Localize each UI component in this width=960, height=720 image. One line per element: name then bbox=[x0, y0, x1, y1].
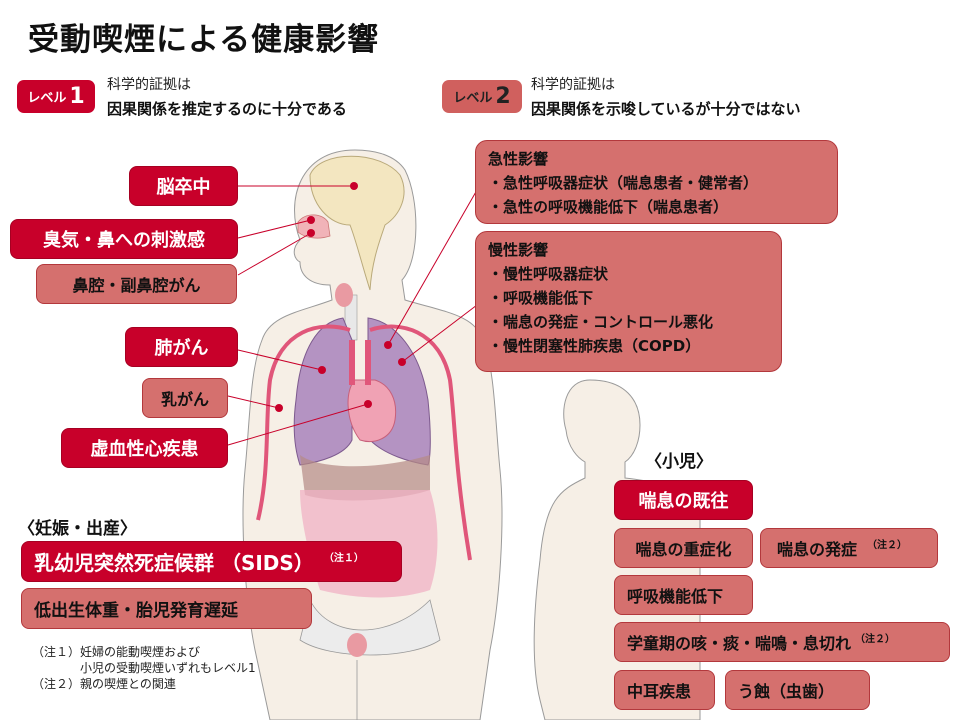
acute-effects-item: ・急性の呼吸機能低下（喘息患者） bbox=[488, 198, 729, 216]
label-dental-caries: う蝕（虫歯） bbox=[725, 670, 870, 710]
level2-line1: 科学的証拠は bbox=[531, 77, 615, 93]
label-lung-cancer: 肺がん bbox=[125, 327, 238, 367]
chronic-effects-item: ・呼吸機能低下 bbox=[488, 289, 594, 307]
label-odor-nasal-irritation: 臭気・鼻への刺激感 bbox=[10, 219, 238, 259]
level2-badge-prefix: レベル bbox=[453, 91, 493, 106]
asthma-onset-label: 喘息の発症 bbox=[777, 540, 858, 559]
chronic-effects-item: ・慢性閉塞性肺疾患（COPD） bbox=[488, 337, 701, 355]
level2-line2: 因果関係を示唆しているが十分ではない bbox=[531, 100, 801, 118]
chronic-effects-heading: 慢性影響 bbox=[488, 241, 549, 259]
asthma-onset-note: （注２） bbox=[867, 539, 908, 551]
footnote-line: （注２）親の喫煙との関連 bbox=[32, 677, 176, 691]
level1-line1: 科学的証拠は bbox=[107, 77, 191, 93]
footnote-line: （注１）妊婦の能動喫煙および bbox=[32, 645, 201, 659]
label-school-age-symptoms: 学童期の咳・痰・喘鳴・息切れ（注２） bbox=[614, 622, 950, 662]
label-stroke: 脳卒中 bbox=[129, 166, 238, 206]
level1-line2: 因果関係を推定するのに十分である bbox=[107, 100, 347, 118]
page-title: 受動喫煙による健康影響 bbox=[28, 22, 380, 58]
adult-body-figure bbox=[242, 149, 503, 720]
school-age-symptoms-note: （注２） bbox=[855, 633, 896, 645]
label-child-lung-function: 呼吸機能低下 bbox=[614, 575, 753, 615]
label-sids: 乳幼児突然死症候群 （SIDS） （注１） bbox=[21, 541, 402, 582]
sids-note: （注１） bbox=[323, 553, 364, 564]
footnote-line: 小児の受動喫煙いずれもレベル1 bbox=[32, 661, 256, 675]
organ-markers bbox=[275, 182, 406, 412]
chronic-effects-item: ・慢性呼吸器症状 bbox=[488, 265, 609, 283]
label-middle-ear-disease: 中耳疾患 bbox=[614, 670, 715, 710]
label-asthma-history: 喘息の既往 bbox=[614, 480, 753, 520]
footnotes: （注１）妊婦の能動喫煙および 小児の受動喫煙いずれもレベル1 （注２）親の喫煙と… bbox=[32, 644, 256, 692]
level2-badge-number: 2 bbox=[495, 84, 511, 109]
level1-badge-prefix: レベル bbox=[27, 91, 67, 106]
acute-effects-heading: 急性影響 bbox=[488, 150, 549, 168]
level1-badge-number: 1 bbox=[69, 84, 85, 109]
acute-effects-panel: 急性影響 ・急性呼吸器症状（喘息患者・健常者） ・急性の呼吸機能低下（喘息患者） bbox=[475, 140, 838, 224]
sids-label: 乳幼児突然死症候群 （SIDS） bbox=[34, 551, 314, 575]
child-heading: 〈小児〉 bbox=[645, 452, 713, 472]
label-low-birth-weight: 低出生体重・胎児発育遅延 bbox=[21, 588, 312, 629]
school-age-symptoms-label: 学童期の咳・痰・喘鳴・息切れ bbox=[627, 634, 852, 653]
connector-lines bbox=[227, 185, 478, 446]
chronic-effects-panel: 慢性影響 ・慢性呼吸器症状 ・呼吸機能低下 ・喘息の発症・コントロール悪化 ・慢… bbox=[475, 231, 782, 372]
label-asthma-onset: 喘息の発症 （注２） bbox=[760, 528, 938, 568]
acute-effects-item: ・急性呼吸器症状（喘息患者・健常者） bbox=[488, 174, 759, 192]
pregnancy-heading: 〈妊娠・出産〉 bbox=[18, 519, 137, 539]
label-ischemic-heart-disease: 虚血性心疾患 bbox=[61, 428, 228, 468]
label-nasal-sinus-cancer: 鼻腔・副鼻腔がん bbox=[36, 264, 237, 304]
label-asthma-severity: 喘息の重症化 bbox=[614, 528, 753, 568]
label-breast-cancer: 乳がん bbox=[142, 378, 228, 418]
chronic-effects-item: ・喘息の発症・コントロール悪化 bbox=[488, 313, 714, 331]
